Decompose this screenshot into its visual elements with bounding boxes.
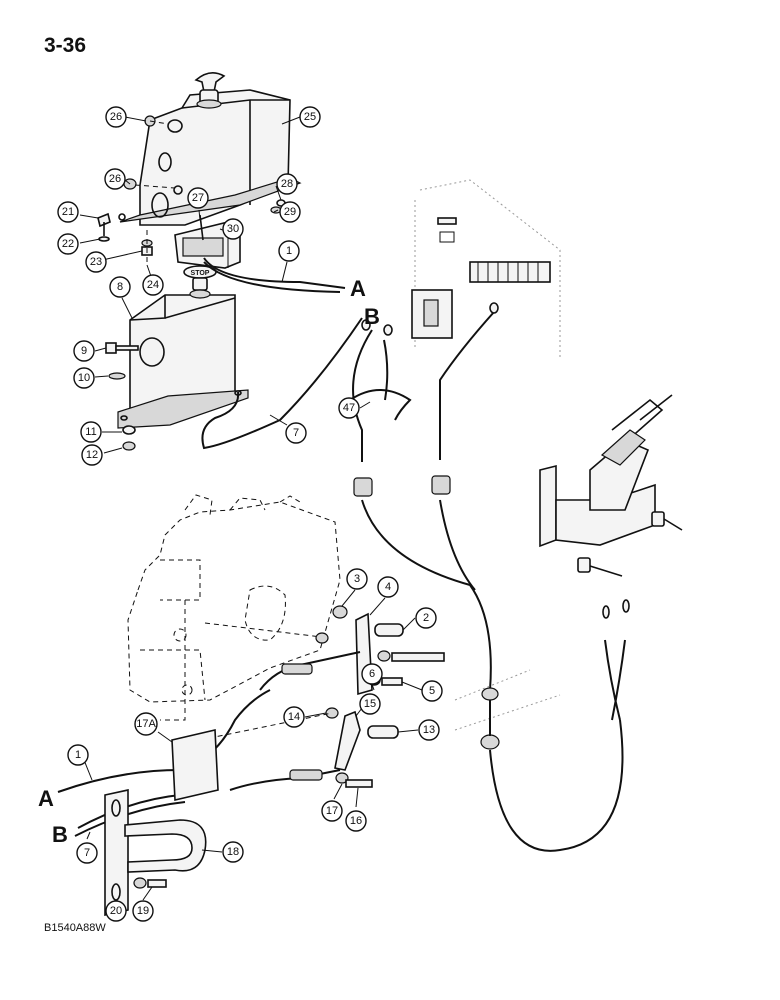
svg-text:26: 26 bbox=[109, 173, 121, 185]
callout-24: 24 bbox=[142, 274, 164, 296]
callout-10: 10 bbox=[73, 367, 95, 389]
callout-1-bottom: 1 bbox=[67, 744, 89, 766]
callout-23: 23 bbox=[85, 251, 107, 273]
callout-30: 30 bbox=[222, 218, 244, 240]
svg-text:21: 21 bbox=[62, 206, 74, 218]
callout-25: 25 bbox=[299, 106, 321, 128]
callout-2: 2 bbox=[415, 607, 437, 629]
connector-letters: A B A B bbox=[38, 276, 380, 847]
svg-text:20: 20 bbox=[110, 905, 122, 917]
svg-text:11: 11 bbox=[85, 426, 96, 438]
svg-text:13: 13 bbox=[423, 724, 435, 736]
connector-letter-b-upper: B bbox=[364, 304, 380, 329]
svg-text:4: 4 bbox=[385, 581, 391, 593]
callout-27: 27 bbox=[187, 187, 209, 209]
svg-text:9: 9 bbox=[81, 345, 87, 357]
connector-letter-b-lower: B bbox=[52, 822, 68, 847]
svg-text:8: 8 bbox=[117, 281, 123, 293]
svg-text:1: 1 bbox=[75, 749, 81, 761]
callout-47: 47 bbox=[338, 397, 360, 419]
callout-11: 11 bbox=[80, 421, 102, 443]
svg-text:7: 7 bbox=[84, 847, 90, 859]
callout-29: 29 bbox=[279, 201, 301, 223]
svg-text:29: 29 bbox=[284, 206, 296, 218]
svg-text:17A: 17A bbox=[136, 718, 156, 730]
upper-cables bbox=[201, 257, 363, 450]
callout-17a: 17A bbox=[134, 712, 158, 736]
lower-fasteners bbox=[105, 342, 139, 451]
leader-lines bbox=[79, 116, 423, 901]
mounting-bracket-18 bbox=[104, 729, 219, 916]
callout-17: 17 bbox=[321, 800, 343, 822]
svg-text:7: 7 bbox=[293, 427, 299, 439]
callout-26-top: 26 bbox=[105, 106, 127, 128]
callout-3: 3 bbox=[346, 568, 368, 590]
bracket-30 bbox=[174, 214, 241, 269]
page-number: 3-36 bbox=[44, 34, 87, 57]
lower-cable-loop bbox=[454, 599, 630, 852]
cable-runs-lower bbox=[57, 689, 271, 837]
callout-20: 20 bbox=[105, 900, 127, 922]
svg-text:23: 23 bbox=[90, 256, 102, 268]
callout-6: 6 bbox=[361, 663, 383, 685]
callout-14: 14 bbox=[283, 706, 305, 728]
svg-text:17: 17 bbox=[326, 805, 338, 817]
callout-9: 9 bbox=[73, 340, 95, 362]
callout-13: 13 bbox=[418, 719, 440, 741]
callout-21: 21 bbox=[57, 201, 79, 223]
electrical-panel bbox=[411, 179, 561, 360]
callout-15: 15 bbox=[359, 693, 381, 715]
svg-text:22: 22 bbox=[62, 238, 74, 250]
svg-text:28: 28 bbox=[281, 178, 293, 190]
svg-text:14: 14 bbox=[288, 711, 300, 723]
upper-control-housing bbox=[118, 72, 302, 226]
svg-text:15: 15 bbox=[364, 698, 376, 710]
callout-4: 4 bbox=[377, 576, 399, 598]
callout-1-top: 1 bbox=[278, 240, 300, 262]
svg-text:3: 3 bbox=[354, 573, 360, 585]
connector-letter-a-lower: A bbox=[38, 786, 54, 811]
svg-text:12: 12 bbox=[86, 449, 98, 461]
connector-letter-a-upper: A bbox=[350, 276, 366, 301]
callout-22: 22 bbox=[57, 233, 79, 255]
svg-text:5: 5 bbox=[429, 685, 435, 697]
engine-block bbox=[127, 494, 341, 721]
callout-28: 28 bbox=[276, 173, 298, 195]
svg-text:6: 6 bbox=[369, 668, 375, 680]
svg-text:10: 10 bbox=[78, 372, 90, 384]
wire-harness bbox=[349, 302, 499, 691]
callout-12: 12 bbox=[81, 444, 103, 466]
callout-19: 19 bbox=[132, 900, 154, 922]
svg-text:25: 25 bbox=[304, 111, 316, 123]
callout-16: 16 bbox=[345, 810, 367, 832]
stop-knob-label: STOP bbox=[191, 270, 210, 277]
svg-text:27: 27 bbox=[192, 192, 204, 204]
svg-text:1: 1 bbox=[286, 245, 292, 257]
callout-7-bottom: 7 bbox=[76, 842, 98, 864]
callout-5: 5 bbox=[421, 680, 443, 702]
bolt-washer-nuts bbox=[97, 212, 153, 262]
svg-text:24: 24 bbox=[147, 279, 159, 291]
lower-linkage bbox=[199, 707, 399, 791]
callout-8: 8 bbox=[109, 276, 131, 298]
svg-text:47: 47 bbox=[343, 402, 355, 414]
callout-18: 18 bbox=[222, 841, 244, 863]
callout-bubbles: 26 25 26 28 27 29 21 30 22 1 23 24 8 9 1… bbox=[57, 106, 443, 922]
svg-text:19: 19 bbox=[137, 905, 149, 917]
svg-text:26: 26 bbox=[110, 111, 122, 123]
svg-text:16: 16 bbox=[350, 815, 362, 827]
svg-text:18: 18 bbox=[227, 846, 239, 858]
callout-7-top: 7 bbox=[285, 422, 307, 444]
figure-code: B1540A88W bbox=[44, 922, 106, 934]
lower-control-housing: STOP bbox=[117, 265, 249, 429]
svg-text:2: 2 bbox=[423, 612, 429, 624]
svg-text:30: 30 bbox=[227, 223, 239, 235]
pedal-switch-assembly bbox=[539, 394, 683, 577]
callout-26-mid: 26 bbox=[104, 168, 126, 190]
